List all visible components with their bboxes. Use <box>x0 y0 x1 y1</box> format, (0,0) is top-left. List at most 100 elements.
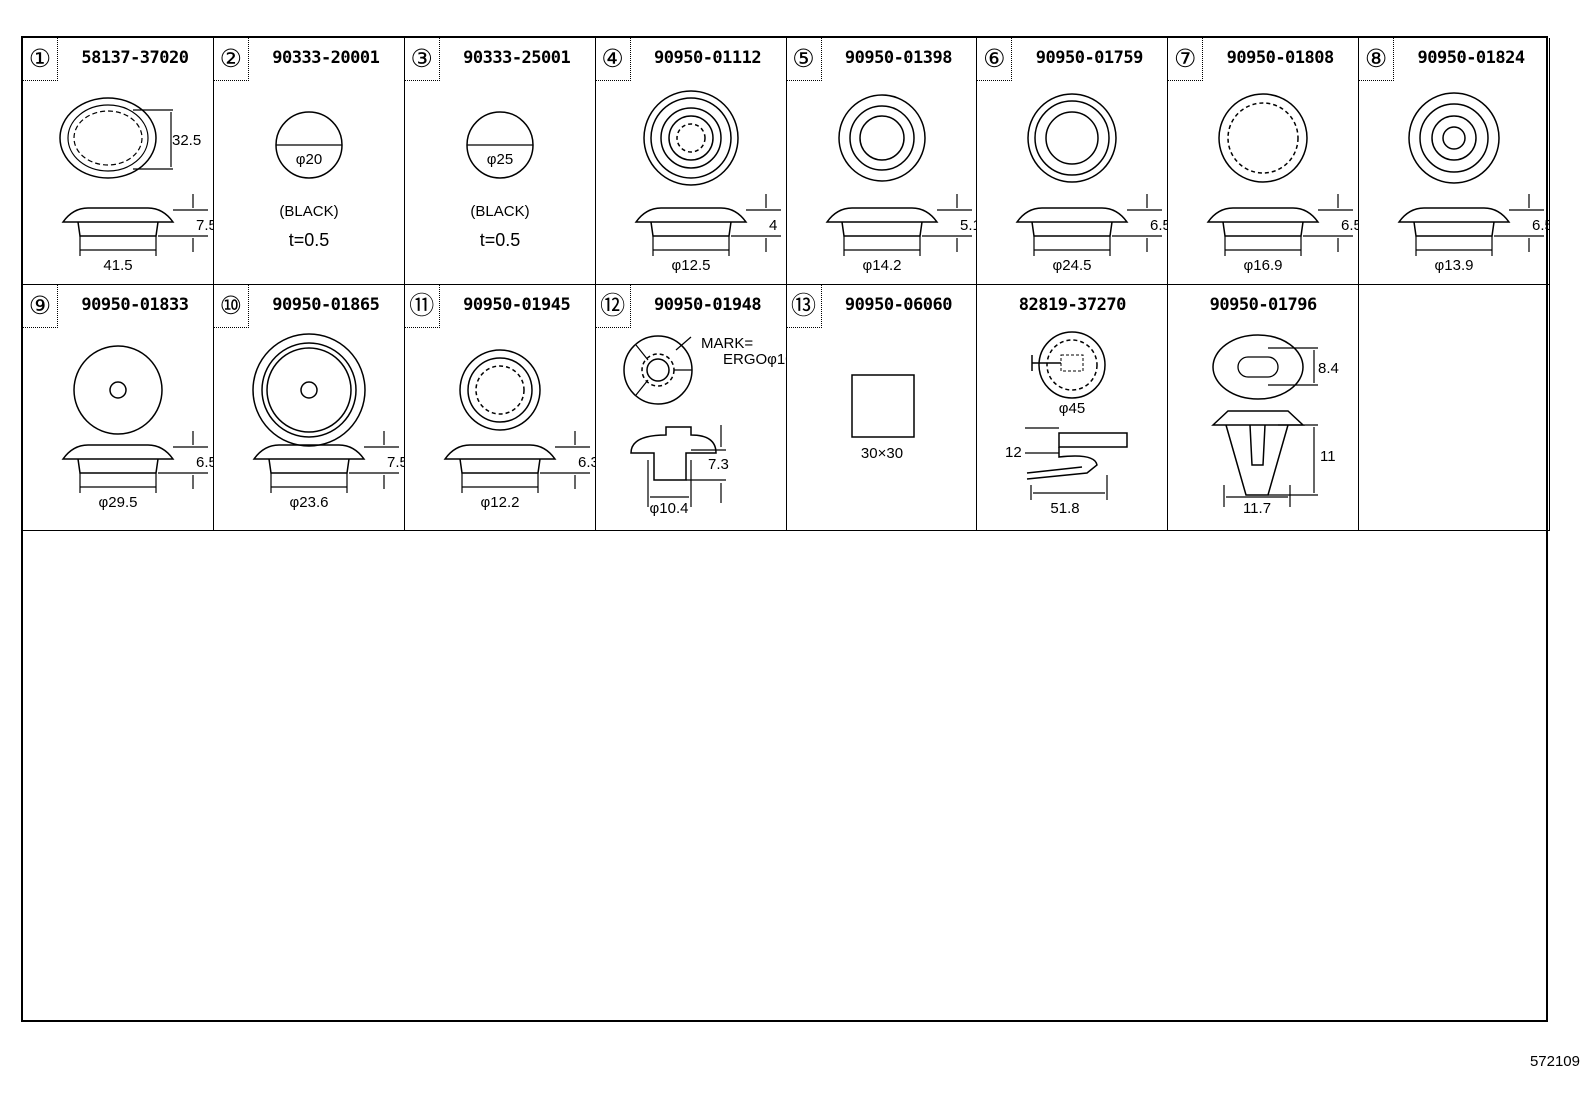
profile <box>459 458 541 474</box>
part-number[interactable]: 90333-20001 <box>272 48 380 68</box>
item-number-badge: ⑫ <box>595 284 631 328</box>
item-number-badge: ⑨ <box>23 284 58 328</box>
color-note: (BLACK) <box>279 203 338 220</box>
item-number-badge: ⑪ <box>404 284 440 328</box>
profile <box>443 443 557 460</box>
part-number[interactable]: 90950-01759 <box>1035 48 1144 68</box>
outline <box>73 344 163 435</box>
width-label: φ16.9 <box>1244 257 1283 274</box>
part-number[interactable]: 90950-01398 <box>844 48 953 68</box>
part-number[interactable]: 90950-01945 <box>463 294 571 315</box>
dimension-line <box>635 379 649 395</box>
profile <box>77 221 159 237</box>
outline <box>1034 100 1111 176</box>
outline <box>1227 102 1299 174</box>
height-label: 7.5 <box>196 217 214 234</box>
width-label: φ29.5 <box>99 494 138 511</box>
outline <box>266 346 352 433</box>
outline <box>642 90 739 186</box>
profile <box>1015 207 1129 223</box>
part-number[interactable]: 82819-37270 <box>1018 294 1127 315</box>
outline <box>1046 338 1099 391</box>
profile <box>268 458 350 474</box>
mark-label: ERGOφ10 <box>723 351 787 368</box>
item-number-badge: ② <box>213 38 249 81</box>
profile <box>840 221 923 237</box>
outline <box>858 115 905 161</box>
item-number-badge: ⑬ <box>786 284 822 328</box>
width-label: φ12.5 <box>671 257 710 274</box>
outline <box>1431 115 1477 161</box>
width-label: 11.7 <box>1243 500 1271 517</box>
height-label: 32.5 <box>172 132 201 149</box>
profile <box>61 207 175 223</box>
part-number[interactable]: 90950-01833 <box>81 294 189 315</box>
part-drawing: 5.1 φ14.2 <box>825 94 978 274</box>
dimension-line <box>635 344 649 360</box>
item-number-badge: ⑩ <box>213 284 249 328</box>
item-number-badge: ④ <box>595 38 631 81</box>
profile <box>1211 409 1306 426</box>
diameter-label: φ20 <box>296 151 322 168</box>
part-number[interactable]: 90950-01948 <box>654 294 762 315</box>
outline <box>645 357 670 382</box>
width-label: 51.8 <box>1051 500 1080 517</box>
width-label: 41.5 <box>103 257 132 274</box>
profile <box>629 425 717 481</box>
profile <box>649 221 732 237</box>
outline <box>300 380 318 399</box>
diameter-label: φ25 <box>487 151 513 168</box>
height-label: 7.3 <box>708 456 729 473</box>
profile <box>1413 221 1495 237</box>
dimension-line <box>675 336 692 350</box>
width-label: φ12.2 <box>480 494 519 511</box>
outline <box>1408 92 1500 184</box>
part-number[interactable]: 90333-25001 <box>463 48 571 68</box>
profile <box>252 443 366 460</box>
height-label: 6.5 <box>1150 217 1168 234</box>
diagram-id: 572109 <box>1529 1053 1580 1070</box>
outline <box>667 115 714 161</box>
width-label: φ14.2 <box>862 257 901 274</box>
part-number[interactable]: 90950-06060 <box>844 294 953 315</box>
height-label: 5.1 <box>960 217 978 234</box>
outline <box>252 332 366 447</box>
part-number[interactable]: 58137-37020 <box>81 48 189 68</box>
profile <box>1225 424 1289 496</box>
part-number[interactable]: 90950-01824 <box>1417 48 1526 68</box>
part-number[interactable]: 90950-01112 <box>654 48 762 68</box>
profile <box>1027 446 1099 480</box>
outline <box>109 380 127 399</box>
height-label: 7.5 <box>387 454 405 471</box>
height-label: 12 <box>1005 444 1022 461</box>
part-number[interactable]: 90950-01808 <box>1226 48 1335 68</box>
width-label: φ13.9 <box>1435 257 1474 274</box>
width-label: φ24.5 <box>1053 257 1092 274</box>
profile <box>1222 221 1304 237</box>
profile <box>1058 431 1129 448</box>
diameter-label: φ45 <box>1059 400 1085 417</box>
part-cell <box>1359 284 1550 531</box>
item-number-badge: ⑦ <box>1168 38 1204 81</box>
part-number[interactable]: 90950-01796 <box>1209 294 1318 315</box>
outline <box>475 364 525 415</box>
part-number[interactable]: 90950-01865 <box>272 294 380 315</box>
profile <box>61 443 175 460</box>
profile <box>825 207 938 223</box>
color-note: (BLACK) <box>470 203 529 220</box>
